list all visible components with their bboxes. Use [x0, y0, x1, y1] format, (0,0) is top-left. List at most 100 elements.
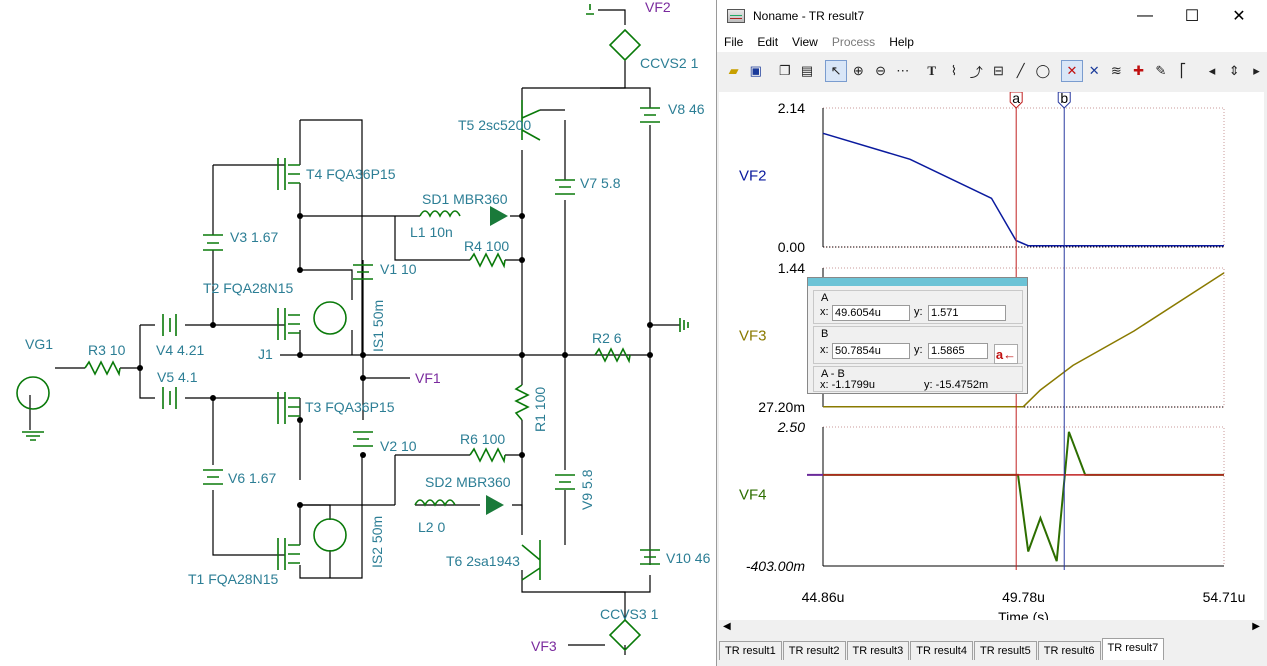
component-label-t6: T6 2sa1943	[446, 553, 520, 569]
tab-tr-result5[interactable]: TR result5	[974, 641, 1037, 660]
cursor-b-icon[interactable]: ✕	[1088, 63, 1100, 78]
flag-icon[interactable]: ⎡	[1179, 63, 1187, 78]
paste-icon[interactable]: ▤	[800, 63, 814, 78]
component-label-vg1: VG1	[25, 336, 53, 352]
cursor-b-y-field[interactable]: 1.5865	[928, 343, 988, 359]
y-max-label: 2.14	[778, 100, 805, 116]
cursor-diff-x: x: -1.1799u	[820, 379, 876, 391]
circle-icon[interactable]: ◯	[1035, 63, 1051, 78]
cursor-a-y-field[interactable]: 1.571	[928, 305, 1006, 321]
title-bar[interactable]: Noname - TR result7 — ☐ ✕	[717, 0, 1267, 32]
net-label-vf2: VF2	[645, 0, 671, 15]
scroll-left-arrow-icon[interactable]: ◀	[723, 621, 731, 632]
x-axis-label: Time (s)	[998, 609, 1049, 620]
cursor-a-title: A	[821, 292, 829, 304]
y-max-label: 2.50	[777, 419, 805, 435]
maximize-button[interactable]: ☐	[1184, 8, 1200, 25]
signal-label-vf2: VF2	[739, 168, 767, 185]
cursor-b-x-field[interactable]: 50.7854u	[832, 343, 910, 359]
component-label-j1: J1	[258, 346, 273, 362]
add-marker-icon[interactable]: ✚	[1133, 63, 1145, 78]
component-label-r3: R3 10	[88, 342, 126, 358]
zoom-in-icon[interactable]: ⊕	[852, 63, 864, 78]
menu-process[interactable]: Process	[831, 35, 876, 49]
signal-label-vf4: VF4	[739, 487, 767, 504]
component-label-v6: V6 1.67	[228, 470, 276, 486]
pointer-icon[interactable]: ↖	[825, 60, 847, 82]
curve-arrow-icon[interactable]: ⤴	[969, 64, 983, 80]
dialog-header[interactable]	[808, 278, 1027, 286]
component-label-is1: IS1 50m	[370, 300, 386, 352]
horizontal-scrollbar[interactable]: ◀ ▶	[719, 620, 1264, 635]
cursor-diff-title: A - B	[821, 368, 845, 380]
series-line-vf4	[823, 431, 1224, 562]
component-label-v10: V10 46	[666, 550, 711, 566]
schematic-canvas[interactable]: VF2 CCVS2 1 V8 46 T5 2sc5200 T4 FQA36P15…	[0, 0, 716, 666]
text-icon[interactable]: T	[927, 63, 937, 78]
cursor-b-y-label: y:	[914, 344, 923, 356]
cursor-a-icon[interactable]: ✕	[1061, 60, 1083, 82]
open-folder-icon[interactable]: ▰	[728, 63, 739, 78]
junction-dots	[137, 213, 653, 508]
cursor-b-title: B	[821, 328, 829, 340]
component-label-r4: R4 100	[464, 238, 509, 254]
tab-tr-result6[interactable]: TR result6	[1037, 641, 1101, 660]
component-label-v1: V1 10	[380, 261, 417, 277]
tab-tr-result7[interactable]: TR result7	[1101, 638, 1165, 660]
scroll-updown-icon[interactable]: ⇕	[1228, 63, 1240, 78]
component-label-t4: T4 FQA36P15	[306, 166, 396, 182]
series-line-vf3	[823, 272, 1225, 408]
menu-help[interactable]: Help	[889, 35, 914, 49]
toolbar: ▰ ▣ ❐ ▤ ↖ ⊕ ⊖ ⋯ T ⌇ ⤴ ⊟ ╱ ◯ ✕ ✕ ≋ ✚ ✎ ⎡ …	[717, 52, 1267, 90]
menu-view[interactable]: View	[792, 35, 818, 49]
cursor-readout-dialog[interactable]: A x: 49.6054u y: 1.571 B x: 50.7854u y: …	[807, 277, 1028, 394]
cursor-diff-group: A - B x: -1.1799u y: -15.4752m	[813, 366, 1023, 392]
probe-icon[interactable]: ✎	[1155, 63, 1167, 78]
grid-icon[interactable]: ⋯	[896, 63, 910, 78]
component-label-ccvs2: CCVS2 1	[640, 55, 699, 71]
component-label-v8: V8 46	[668, 101, 705, 117]
x-tick-label: 44.86u	[802, 589, 845, 605]
menu-bar: File Edit View Process Help	[717, 32, 1267, 52]
tab-tr-result4[interactable]: TR result4	[910, 641, 973, 660]
cursor-a-y-label: y:	[914, 306, 923, 318]
component-label-l1: L1 10n	[410, 224, 453, 240]
component-label-t2: T2 FQA28N15	[203, 280, 293, 296]
save-icon[interactable]: ▣	[749, 63, 762, 78]
scroll-left-icon[interactable]: ◂	[1208, 63, 1216, 78]
tab-tr-result3[interactable]: TR result3	[846, 641, 910, 660]
line-icon[interactable]: ╱	[1016, 63, 1025, 78]
component-label-sd1: SD1 MBR360	[422, 191, 508, 207]
component-label-v7: V7 5.8	[580, 175, 621, 191]
scroll-right-icon[interactable]: ▸	[1253, 63, 1260, 78]
swap-cursor-button[interactable]: a←	[994, 344, 1018, 364]
scroll-right-arrow-icon[interactable]: ▶	[1252, 621, 1260, 632]
curve-label-icon[interactable]: ⌇	[950, 63, 958, 78]
tab-tr-result2[interactable]: TR result2	[782, 641, 846, 660]
component-label-is2: IS2 50m	[369, 516, 385, 568]
component-label-v3: V3 1.67	[230, 229, 278, 245]
window-title: Noname - TR result7	[753, 9, 865, 23]
component-label-ccvs3: CCVS3 1	[600, 606, 659, 622]
zoom-out-icon[interactable]: ⊖	[875, 63, 886, 78]
component-label-l2: L2 0	[418, 519, 445, 535]
waveform-icon[interactable]: ≋	[1110, 63, 1122, 78]
cursor-a-x-field[interactable]: 49.6054u	[832, 305, 910, 321]
close-button[interactable]: ✕	[1232, 8, 1246, 25]
cursor-b-group: B x: 50.7854u y: 1.5865 a←	[813, 326, 1023, 364]
cursor-a-handle[interactable]	[1009, 92, 1023, 109]
y-min-label: 0.00	[778, 239, 805, 255]
copy-icon[interactable]: ❐	[779, 63, 791, 78]
cursor-b-handle[interactable]	[1057, 92, 1071, 109]
x-tick-label: 49.78u	[1002, 589, 1045, 605]
component-label-v5: V5 4.1	[157, 369, 198, 385]
component-label-t5: T5 2sc5200	[458, 117, 531, 133]
dimension-icon[interactable]: ⊟	[992, 63, 1004, 78]
menu-edit[interactable]: Edit	[757, 35, 779, 49]
panel-frame	[822, 107, 1225, 248]
waveform-plot[interactable]: 2.140.00VF21.4427.20mVF32.50-403.00mVF44…	[719, 92, 1264, 620]
tab-tr-result1[interactable]: TR result1	[719, 641, 782, 660]
minimize-button[interactable]: —	[1137, 7, 1153, 24]
series-line-vf2	[822, 132, 1224, 247]
menu-file[interactable]: File	[724, 35, 744, 49]
